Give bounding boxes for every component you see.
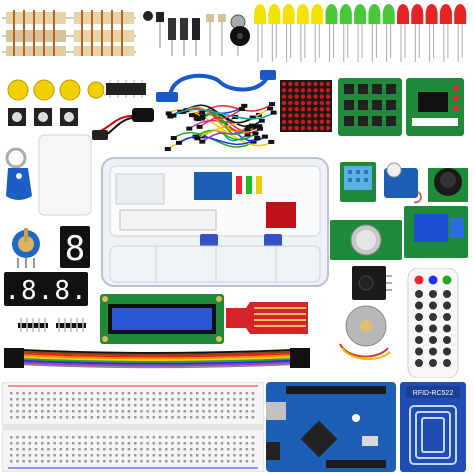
- ir-receiver: [352, 266, 392, 302]
- dot-matrix: [280, 80, 332, 132]
- rfid-reader-label: RFID-RC522: [413, 390, 454, 397]
- servo: [378, 158, 426, 206]
- storage-box: [96, 154, 336, 290]
- buzzer: [228, 24, 252, 48]
- four-digit-display: 8.8.8.8: [4, 272, 88, 306]
- stepper-driver: [406, 78, 464, 136]
- breadboard-graphic: [2, 382, 264, 472]
- keypad-module: [338, 78, 402, 136]
- breadboard: [2, 382, 264, 472]
- ribbon-cable-graphic: [4, 344, 310, 374]
- jumper-wire-bundle-graphic: [162, 100, 278, 156]
- joystick: [426, 156, 470, 206]
- rtc-module: [330, 220, 402, 260]
- rfid-tag: [2, 146, 36, 204]
- jumper-wires: [162, 100, 278, 156]
- four-digit-readout: 8.8.8.8: [4, 276, 88, 306]
- rc522-rfid-reader: RFID-RC522: [400, 382, 466, 472]
- ir-remote: [406, 268, 462, 378]
- usb-cable: [150, 68, 278, 104]
- water-sensor: [226, 302, 308, 334]
- tactile-switches: [6, 106, 80, 128]
- ic-chip: [106, 80, 146, 98]
- relay-module: [404, 206, 468, 258]
- battery-clip: [90, 104, 160, 144]
- resistors: [0, 8, 140, 58]
- jumper-ribbon-cable: [4, 344, 310, 374]
- potentiometer: [6, 222, 50, 268]
- lcd-1602: [100, 294, 224, 344]
- resistor-strips-graphic: [0, 8, 140, 58]
- led-row-graphic: [252, 2, 474, 64]
- push-buttons-yellow: [4, 78, 104, 102]
- stepper-motor: [338, 304, 400, 362]
- ir-remote-graphic: [406, 268, 462, 378]
- pin-headers: [18, 318, 88, 332]
- uno-board: [266, 382, 396, 472]
- dht11-sensor: [340, 162, 376, 202]
- seven-segment-digit: 8: [65, 229, 85, 268]
- seven-segment-display: 8: [60, 226, 90, 268]
- leds: [252, 2, 474, 64]
- dot-matrix-graphic: [280, 80, 332, 132]
- rfid-card: [38, 134, 92, 216]
